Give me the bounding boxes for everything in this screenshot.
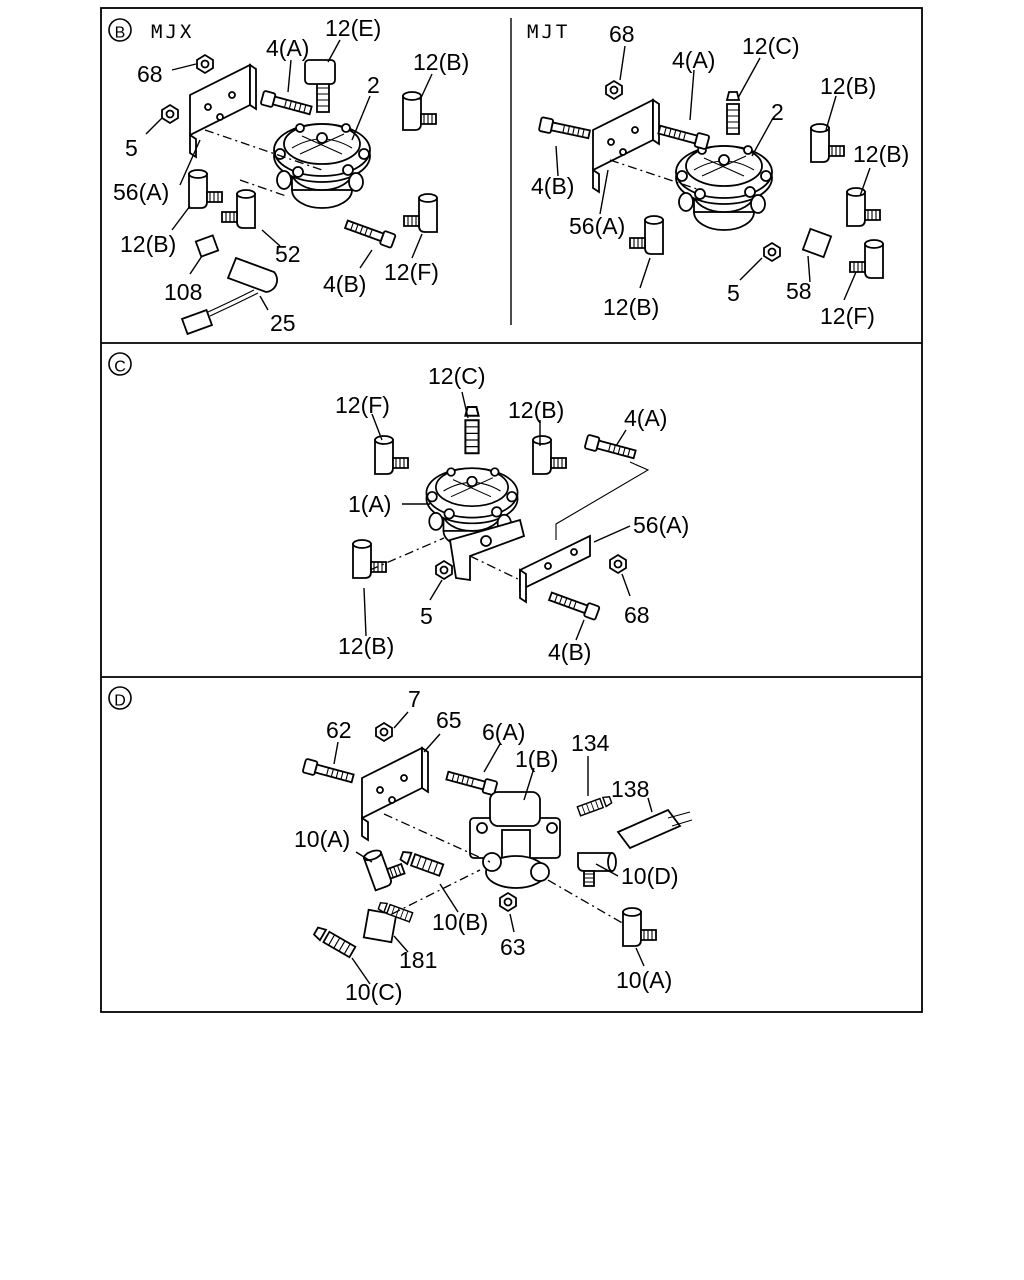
panel-b-leaders [145, 39, 871, 311]
panel-c-drawing [352, 406, 650, 621]
label-4A: 4(A) [672, 47, 715, 73]
label-10C: 10(C) [345, 979, 403, 1005]
panel-b: B MJX MJT [108, 15, 909, 336]
label-1A: 1(A) [348, 491, 391, 517]
label-56A: 56(A) [633, 512, 689, 538]
label-5: 5 [727, 280, 740, 306]
label-68: 68 [624, 602, 650, 628]
panel-c: C [108, 352, 689, 665]
panel-c-leaders [363, 391, 631, 641]
diagram-frame [100, 7, 923, 1013]
label-4B: 4(B) [531, 173, 574, 199]
label-68: 68 [137, 61, 163, 87]
panel-d: D [108, 686, 693, 1005]
label-4B: 4(B) [548, 639, 591, 665]
label-181: 181 [399, 947, 437, 973]
label-12B: 12(B) [508, 397, 564, 423]
label-12E: 12(E) [325, 15, 381, 41]
label-25: 25 [270, 310, 296, 336]
label-56A: 56(A) [113, 179, 169, 205]
label-56A: 56(A) [569, 213, 625, 239]
label-1B: 1(B) [515, 746, 558, 772]
label-12B: 12(B) [820, 73, 876, 99]
label-63: 63 [500, 934, 526, 960]
label-4A: 4(A) [624, 405, 667, 431]
panel-b-marker: B [115, 25, 126, 42]
panel-c-marker: C [114, 359, 126, 376]
label-10B: 10(B) [432, 909, 488, 935]
label-12B: 12(B) [853, 141, 909, 167]
panel-d-drawing [301, 722, 693, 959]
label-6A: 6(A) [482, 719, 525, 745]
label-12C: 12(C) [428, 363, 486, 389]
panel-b-marker-circle [108, 18, 132, 42]
panel-b-left-title: MJX [151, 21, 194, 43]
panel-b-right-title: MJT [527, 21, 570, 43]
label-62: 62 [326, 717, 352, 743]
label-4B: 4(B) [323, 271, 366, 297]
panel-d-leaders [333, 711, 653, 985]
label-12F: 12(F) [820, 303, 875, 329]
panel-d-marker: D [114, 693, 126, 710]
label-10A: 10(A) [294, 826, 350, 852]
label-12B: 12(B) [603, 294, 659, 320]
label-5: 5 [420, 603, 433, 629]
label-4A: 4(A) [266, 35, 309, 61]
label-52: 52 [275, 241, 301, 267]
label-68: 68 [609, 21, 635, 47]
label-10A: 10(A) [616, 967, 672, 993]
label-58: 58 [786, 278, 812, 304]
label-7: 7 [408, 686, 421, 712]
label-12B: 12(B) [413, 49, 469, 75]
label-65: 65 [436, 707, 462, 733]
label-12F: 12(F) [335, 392, 390, 418]
label-5: 5 [125, 135, 138, 161]
label-10D: 10(D) [621, 863, 679, 889]
mjt-assembly-drawing [537, 80, 884, 279]
label-2: 2 [367, 72, 380, 98]
label-138: 138 [611, 776, 649, 802]
label-12F: 12(F) [384, 259, 439, 285]
label-2: 2 [771, 99, 784, 125]
label-12B: 12(B) [120, 231, 176, 257]
label-12B: 12(B) [338, 633, 394, 659]
panel-c-marker-circle [108, 352, 132, 376]
panel-d-marker-circle [108, 686, 132, 710]
label-134: 134 [571, 730, 610, 756]
label-108: 108 [164, 279, 202, 305]
label-12C: 12(C) [742, 33, 800, 59]
mjx-assembly-drawing [161, 54, 438, 336]
